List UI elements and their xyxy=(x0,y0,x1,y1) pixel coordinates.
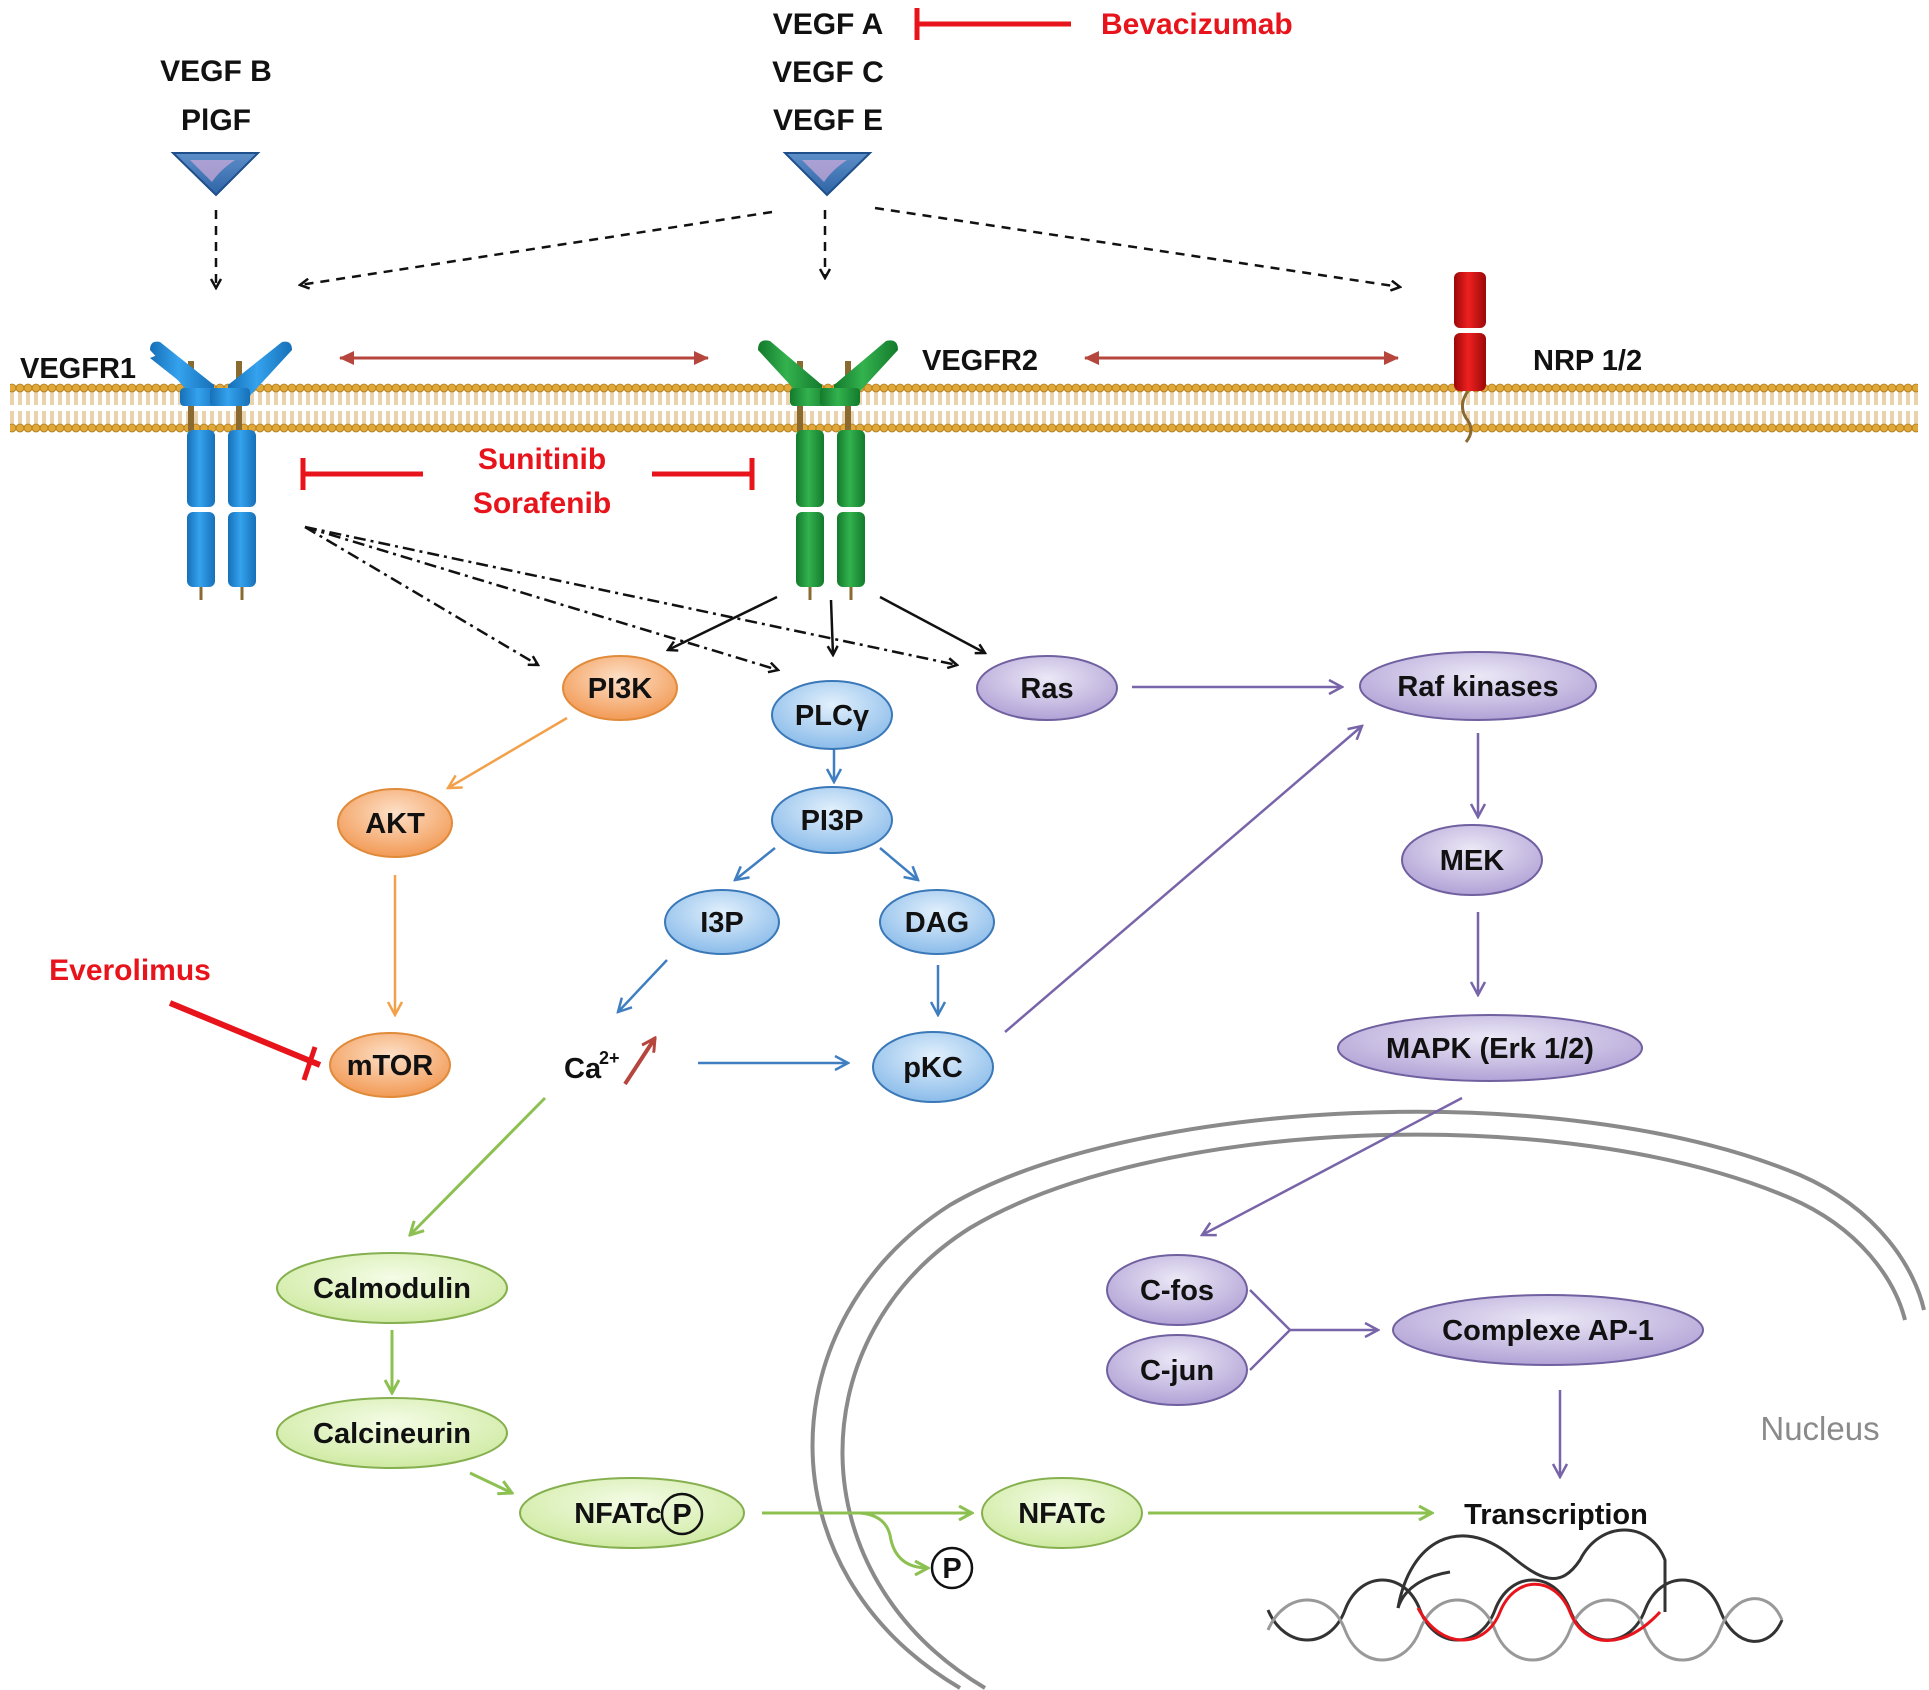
node-complexe-ap1: Complexe AP-1 xyxy=(1392,1294,1704,1366)
node-ras: Ras xyxy=(976,655,1118,721)
vegfr2-signal-arrows xyxy=(668,595,985,655)
svg-text:pKC: pKC xyxy=(903,1052,963,1084)
calcium-rise-arrow-icon xyxy=(623,1038,655,1086)
nucleus-label: Nucleus xyxy=(1760,1410,1879,1447)
svg-text:Ras: Ras xyxy=(1020,673,1073,705)
ligand-vegf-b: VEGF B xyxy=(160,55,272,88)
node-akt: AKT xyxy=(337,788,453,858)
ligand-triangle-left-shine xyxy=(190,160,235,182)
svg-text:P: P xyxy=(942,1553,961,1585)
ligand-binding-arrows xyxy=(216,206,1400,288)
svg-text:Raf kinases: Raf kinases xyxy=(1397,671,1558,703)
vegfr2-receptor-icon xyxy=(758,340,898,600)
svg-text:PI3K: PI3K xyxy=(588,673,653,705)
svg-text:P: P xyxy=(672,1499,691,1531)
node-c-jun: C-jun xyxy=(1106,1334,1248,1406)
ligand-vegf-a: VEGF A xyxy=(773,8,884,41)
node-mtor: mTOR xyxy=(329,1032,451,1098)
cell-membrane xyxy=(10,383,1918,433)
node-pi3p: PI3P xyxy=(771,786,893,854)
svg-text:NFATc: NFATc xyxy=(574,1498,662,1530)
ligand-vegf-c: VEGF C xyxy=(772,56,884,89)
plc-pathway-arrows xyxy=(618,748,938,1063)
node-mek: MEK xyxy=(1401,824,1543,896)
svg-text:DAG: DAG xyxy=(905,907,969,939)
node-i3p: I3P xyxy=(664,889,780,955)
svg-text:Calmodulin: Calmodulin xyxy=(313,1273,471,1305)
svg-text:PI3P: PI3P xyxy=(801,805,864,837)
mapk-pathway-arrows xyxy=(1004,687,1560,1477)
ligand-plgf: PlGF xyxy=(181,104,251,137)
vegfr2-label: VEGFR2 xyxy=(922,345,1038,377)
bevacizumab-inhibition xyxy=(914,8,1071,40)
svg-text:NFATc: NFATc xyxy=(1018,1498,1106,1530)
pi3k-pathway-arrows xyxy=(395,716,568,1015)
ligand-group-center: VEGF A VEGF C VEGF E xyxy=(772,8,884,197)
node-pkc: pKC xyxy=(872,1031,994,1103)
svg-text:PLCγ: PLCγ xyxy=(795,700,870,732)
vegfr1-signal-arrows xyxy=(304,525,957,670)
transcription-label: Transcription xyxy=(1464,1499,1648,1531)
drug-bevacizumab: Bevacizumab xyxy=(1101,8,1293,41)
ligand-triangle-center-shine xyxy=(802,160,847,182)
svg-text:Ca: Ca xyxy=(564,1053,602,1085)
svg-text:2+: 2+ xyxy=(599,1048,620,1068)
svg-text:Complexe AP-1: Complexe AP-1 xyxy=(1442,1315,1654,1347)
svg-text:Calcineurin: Calcineurin xyxy=(313,1418,471,1450)
node-c-fos: C-fos xyxy=(1106,1254,1248,1326)
node-dag: DAG xyxy=(879,889,995,955)
svg-text:MAPK (Erk 1/2): MAPK (Erk 1/2) xyxy=(1386,1033,1594,1065)
ligand-group-left: VEGF B PlGF xyxy=(160,55,272,197)
nrp-label: NRP 1/2 xyxy=(1533,345,1642,377)
node-raf-kinases: Raf kinases xyxy=(1359,651,1597,721)
drug-everolimus: Everolimus xyxy=(49,954,211,987)
drug-sunitinib: Sunitinib xyxy=(478,443,606,476)
node-free-phosphate: P xyxy=(930,1546,974,1590)
node-pi3k: PI3K xyxy=(562,655,678,721)
nucleus-envelope xyxy=(810,1109,1926,1690)
nrp-receptor-icon xyxy=(1454,272,1486,443)
svg-text:AKT: AKT xyxy=(365,808,425,840)
node-calcineurin: Calcineurin xyxy=(276,1397,508,1469)
svg-text:mTOR: mTOR xyxy=(347,1050,434,1082)
everolimus-inhibition xyxy=(168,1000,322,1081)
svg-text:I3P: I3P xyxy=(700,907,744,939)
svg-text:C-fos: C-fos xyxy=(1140,1275,1214,1307)
nfat-pathway-arrows xyxy=(392,1096,1432,1568)
svg-text:C-jun: C-jun xyxy=(1140,1355,1214,1387)
node-calmodulin: Calmodulin xyxy=(276,1252,508,1324)
dna-helix-icon xyxy=(1266,1528,1784,1662)
node-nfatc-phosphorylated: NFATc P xyxy=(519,1477,745,1549)
node-calcium: Ca 2+ xyxy=(564,1048,620,1085)
node-plcg: PLCγ xyxy=(771,680,893,750)
sunitinib-inhibition-right xyxy=(652,458,755,490)
vegfr1-receptor-icon xyxy=(150,341,292,600)
sunitinib-inhibition-left xyxy=(300,458,423,490)
svg-text:MEK: MEK xyxy=(1440,845,1505,877)
vegfr1-label: VEGFR1 xyxy=(20,353,136,385)
node-mapk: MAPK (Erk 1/2) xyxy=(1337,1014,1643,1082)
drug-sorafenib: Sorafenib xyxy=(473,487,611,520)
node-nfatc: NFATc xyxy=(981,1477,1143,1549)
phosphate-badge-icon xyxy=(660,1492,704,1536)
ligand-vegf-e: VEGF E xyxy=(773,104,883,137)
